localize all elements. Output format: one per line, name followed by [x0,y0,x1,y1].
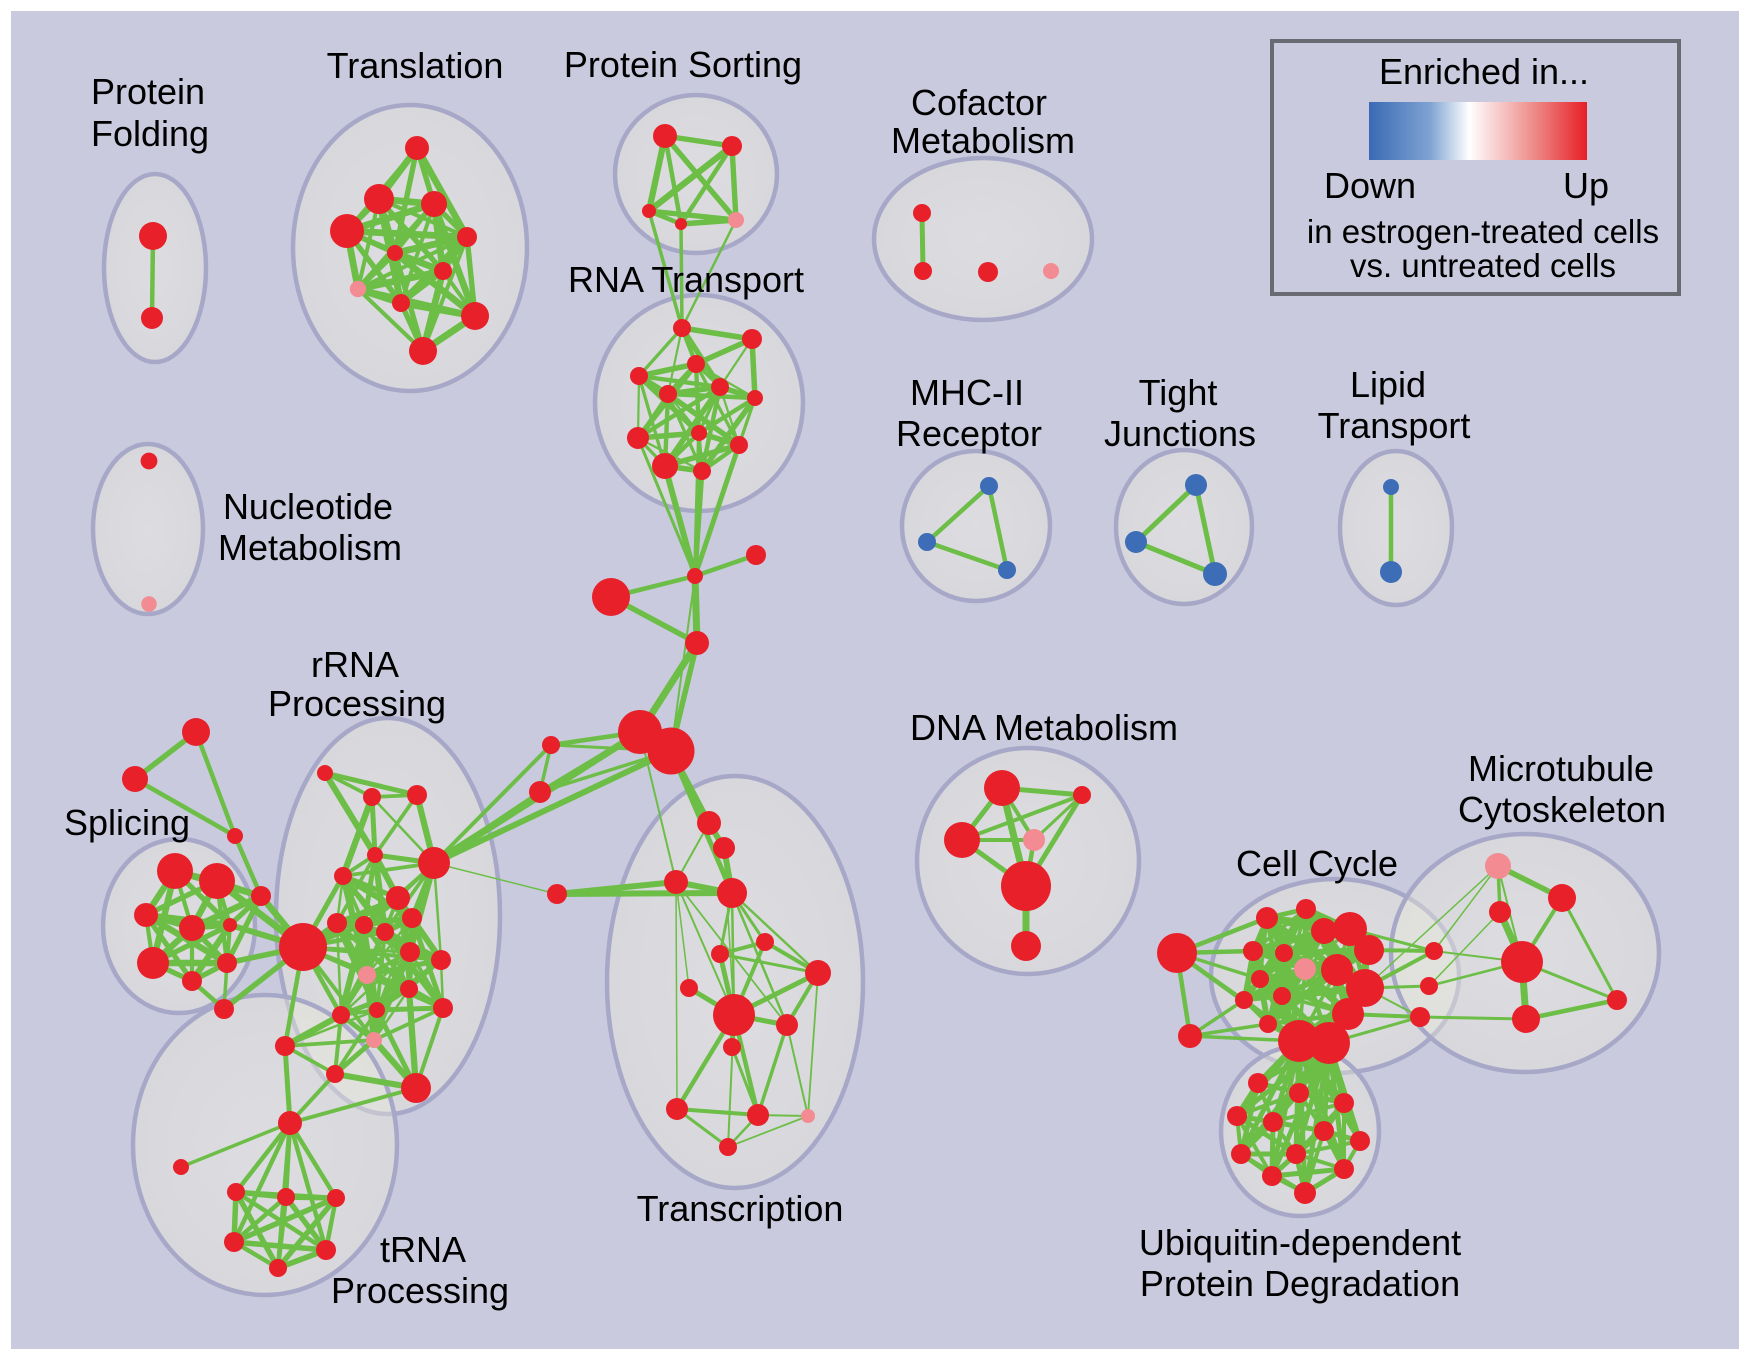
svg-text:rRNA: rRNA [311,644,399,685]
svg-text:Protein: Protein [91,71,205,112]
svg-text:Transport: Transport [1318,405,1471,446]
svg-text:Down: Down [1324,165,1416,206]
svg-text:Splicing: Splicing [64,802,190,843]
svg-text:Translation: Translation [327,45,504,86]
svg-text:MHC-II: MHC-II [910,372,1024,413]
svg-text:tRNA: tRNA [380,1229,466,1270]
svg-text:Protein Degradation: Protein Degradation [1140,1263,1460,1304]
svg-text:Protein Sorting: Protein Sorting [564,44,802,85]
svg-text:Lipid: Lipid [1350,364,1426,405]
svg-text:Nucleotide: Nucleotide [223,486,393,527]
svg-text:Microtubule: Microtubule [1468,748,1654,789]
svg-text:Up: Up [1563,165,1609,206]
svg-text:Cell Cycle: Cell Cycle [1236,843,1398,884]
svg-text:Ubiquitin-dependent: Ubiquitin-dependent [1139,1222,1461,1263]
svg-text:Processing: Processing [268,683,446,724]
svg-text:Tight: Tight [1139,372,1218,413]
svg-text:Transcription: Transcription [637,1188,844,1229]
svg-text:Folding: Folding [91,113,209,154]
svg-text:Metabolism: Metabolism [891,120,1075,161]
svg-text:Cytoskeleton: Cytoskeleton [1458,789,1666,830]
svg-text:Cofactor: Cofactor [911,82,1047,123]
svg-text:in estrogen-treated cells: in estrogen-treated cells [1307,213,1659,250]
svg-text:Processing: Processing [331,1270,509,1311]
svg-text:Receptor: Receptor [896,413,1042,454]
svg-text:vs. untreated cells: vs. untreated cells [1350,247,1616,284]
svg-text:Metabolism: Metabolism [218,527,402,568]
svg-text:Enriched in...: Enriched in... [1379,51,1589,92]
svg-text:DNA Metabolism: DNA Metabolism [910,707,1178,748]
svg-text:RNA Transport: RNA Transport [568,259,804,300]
svg-text:Junctions: Junctions [1104,413,1256,454]
